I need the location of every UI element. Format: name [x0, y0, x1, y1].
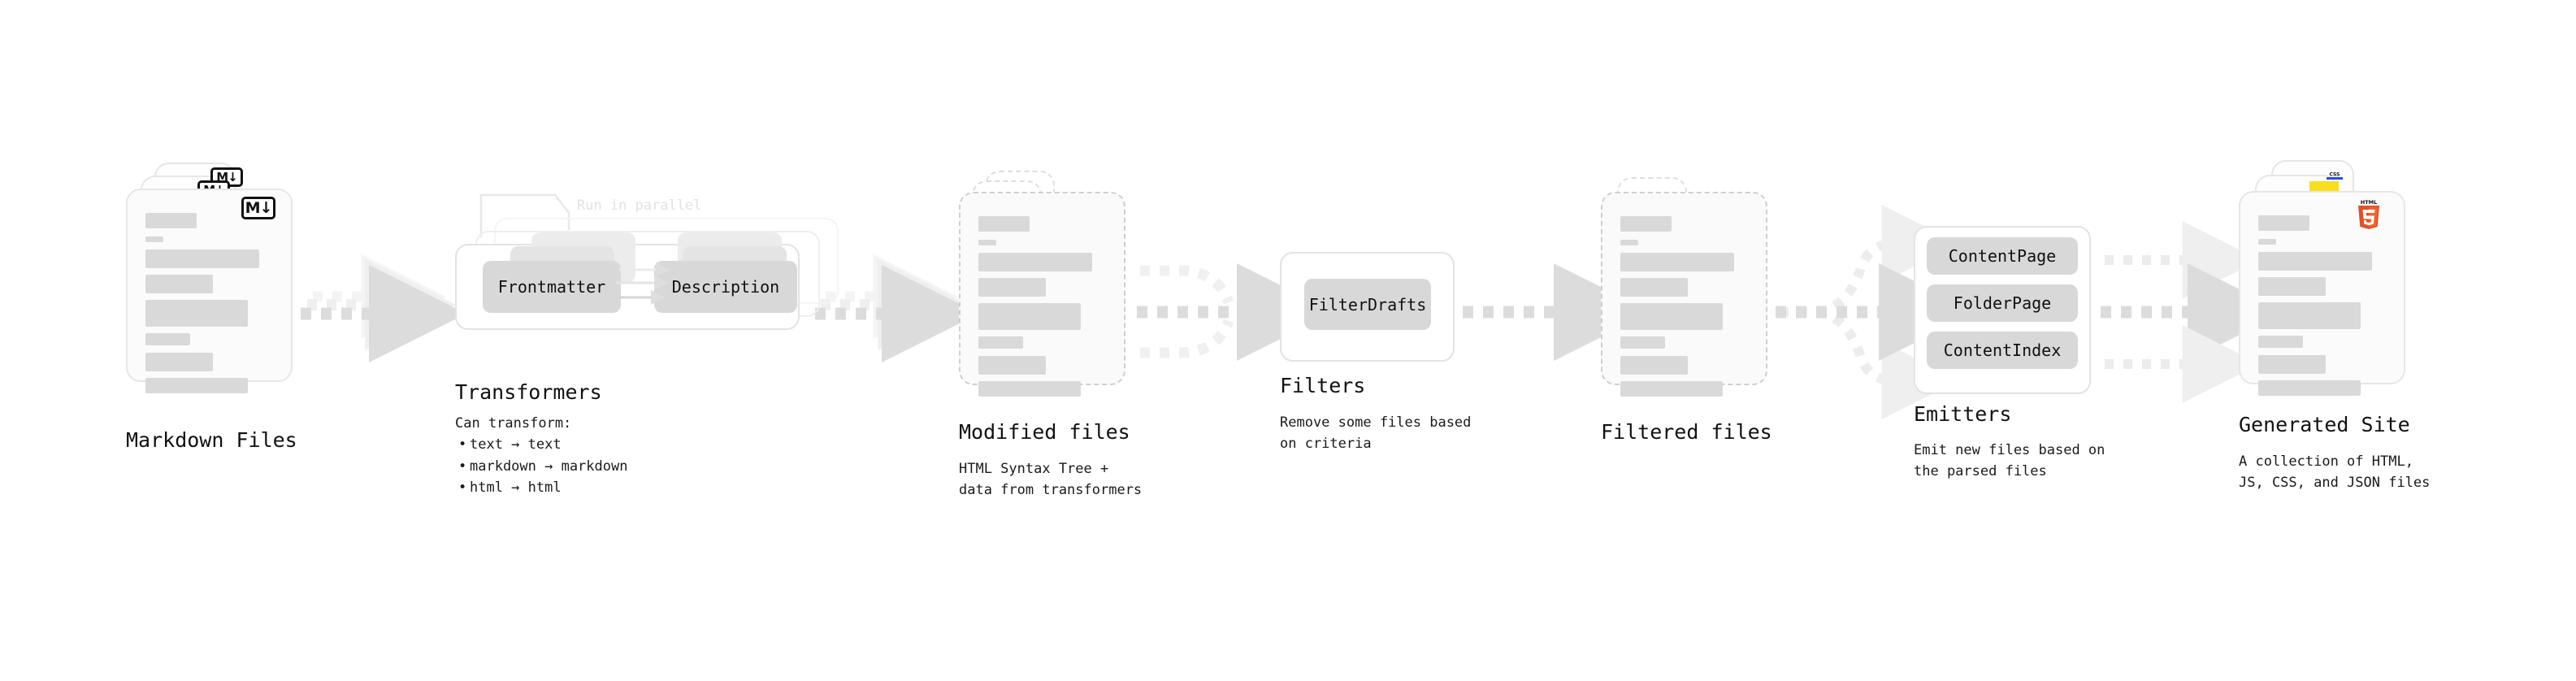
skeleton-line	[978, 253, 1092, 271]
skeleton-line	[1620, 336, 1665, 349]
skeleton-line	[978, 240, 996, 245]
caption-title-filtered-files: Filtered files	[1601, 420, 1772, 444]
skeleton-line	[1620, 381, 1723, 397]
skeleton-line	[978, 381, 1081, 397]
document-card-front	[1601, 192, 1767, 397]
skeleton-line	[1620, 356, 1688, 375]
connector-filtered-to-emitters	[1776, 205, 1976, 419]
skeleton-line	[2258, 239, 2276, 245]
caption-list-lead: Can transform:	[455, 415, 572, 432]
connector-modified-to-filters	[1137, 263, 1334, 361]
caption-sub-filters: Remove some files based on criteria	[1280, 414, 1472, 452]
svg-text:HTML: HTML	[2361, 199, 2377, 206]
skeleton-line	[145, 333, 190, 345]
caption-title-filters: Filters	[1280, 374, 1366, 397]
markdown-badge-front: M↓	[241, 197, 275, 219]
list-item: markdown → markdown	[458, 456, 628, 478]
skeleton-line	[2258, 215, 2309, 231]
skeleton-line	[1620, 240, 1638, 245]
skeleton-line	[145, 300, 248, 327]
caption-sub-generated-site: A collection of HTML, JS, CSS, and JSON …	[2239, 453, 2431, 491]
chip-contentpage[interactable]: ContentPage	[1927, 237, 2078, 275]
chip-frontmatter[interactable]: Frontmatter	[483, 261, 621, 313]
skeleton-line	[1620, 303, 1723, 330]
skeleton-line	[978, 278, 1046, 297]
chip-contentindex[interactable]: ContentIndex	[1927, 332, 2078, 369]
skeleton-line	[2258, 380, 2361, 396]
skeleton-line	[145, 275, 213, 293]
caption-list-transformers: Can transform: text → text markdown → ma…	[455, 413, 628, 499]
chip-folderpage[interactable]: FolderPage	[1927, 284, 2078, 322]
caption-title-emitters: Emitters	[1914, 402, 2012, 426]
skeleton-line	[1620, 216, 1672, 232]
transform-capability-list: text → text markdown → markdown html → h…	[455, 434, 628, 499]
document-card-front	[959, 192, 1125, 397]
skeleton-line	[978, 356, 1046, 375]
html5-icon: HTML	[2355, 197, 2383, 230]
caption-title-transformers: Transformers	[455, 380, 602, 404]
skeleton-line	[2258, 302, 2361, 329]
skeleton-line	[2258, 336, 2303, 348]
document-card-front	[126, 189, 293, 393]
chip-filterdrafts[interactable]: FilterDrafts	[1304, 279, 1431, 330]
connector-markdown-to-transformers	[301, 254, 466, 362]
skeleton-line	[145, 236, 163, 242]
connector-emitters-to-site	[2101, 221, 2285, 403]
skeleton-line	[1620, 253, 1734, 271]
skeleton-line	[145, 249, 259, 268]
skeleton-line	[978, 303, 1081, 330]
skeleton-line	[145, 213, 197, 228]
skeleton-line	[1620, 278, 1688, 297]
skeleton-line	[145, 353, 213, 371]
skeleton-line	[2258, 355, 2326, 374]
caption-sub-modified-files: HTML Syntax Tree + data from transformer…	[959, 461, 1143, 498]
skeleton-line	[2258, 252, 2372, 271]
caption-title-modified-files: Modified files	[959, 420, 1130, 444]
skeleton-line	[145, 378, 248, 393]
caption-title-generated-site: Generated Site	[2239, 413, 2410, 436]
skeleton-line	[978, 216, 1030, 232]
chip-description[interactable]: Description	[654, 261, 797, 313]
list-item: html → html	[458, 477, 627, 499]
caption-title-markdown-files: Markdown Files	[126, 428, 297, 452]
css3-icon: CSS	[2325, 168, 2344, 180]
skeleton-line	[978, 336, 1023, 349]
caption-sub-emitters: Emit new files based on the parsed files	[1914, 442, 2105, 479]
annotation-run-in-parallel: Run in parallel	[577, 197, 702, 214]
skeleton-line	[2258, 277, 2326, 296]
list-item: text → text	[458, 434, 627, 456]
svg-text:CSS: CSS	[2330, 172, 2340, 178]
